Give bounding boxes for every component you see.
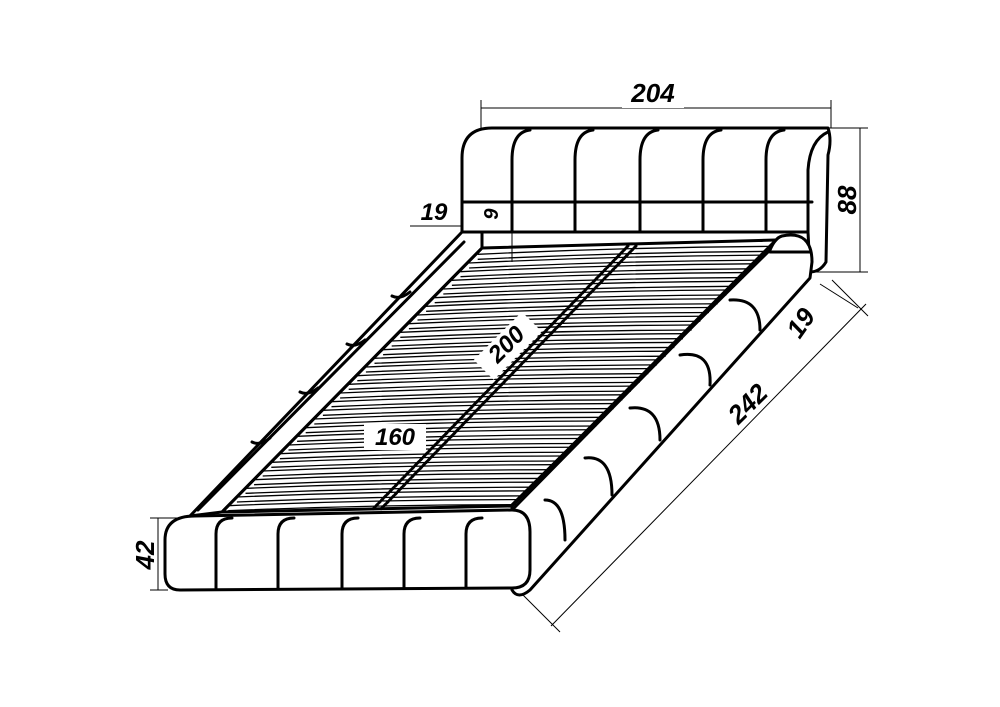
dimension-lines [150,100,869,633]
slat-line [236,490,528,498]
foot-end-frame [163,508,532,592]
slat-line [426,298,718,307]
slat-line [236,495,528,503]
slat-line [305,420,597,429]
slat-line [254,472,545,481]
slat-line [400,324,692,333]
slat-line [245,481,536,489]
slat-line [374,350,666,359]
slat-line [322,402,614,411]
slat-line [451,276,744,286]
slat-line [271,455,562,463]
slat-line [434,289,727,299]
headboard [460,126,832,274]
slat-line [228,498,519,507]
slat-line [408,315,701,325]
slat-line [340,385,632,394]
slat-line [314,411,606,420]
slat-line [348,376,640,385]
total-length-label: 242 [721,377,774,430]
slat-line [288,437,580,446]
slat-line [417,306,710,316]
slat-line [365,359,658,368]
label-bg-160 [364,424,426,450]
slat-line [262,464,554,472]
slat-line [228,503,519,512]
slat-line [297,429,588,437]
slat-line [434,294,727,304]
headboard-gap-label: 9 [481,208,503,220]
right-side-rail [510,233,814,597]
slat-line [245,486,536,494]
slat-line [443,280,736,290]
slat-line [262,469,554,477]
side-rail-width-label: 19 [780,302,821,343]
slat-base [220,238,778,514]
frame-height-label: 42 [130,540,160,570]
slat-line [451,271,744,281]
slat-line [469,259,762,269]
slat-line [460,268,753,278]
label-bg-200 [473,311,542,380]
slat-line [357,367,649,377]
slat-line [443,285,736,295]
headboard-width-label: 204 [630,78,675,108]
headboard-height-label: 88 [832,185,862,214]
slat-line [331,394,623,403]
headboard-thickness-label: 19 [421,199,448,226]
mattress-width-label: 160 [375,424,416,451]
label-bg-204 [622,80,684,108]
slat-line [477,250,770,260]
slat-line [426,303,718,312]
